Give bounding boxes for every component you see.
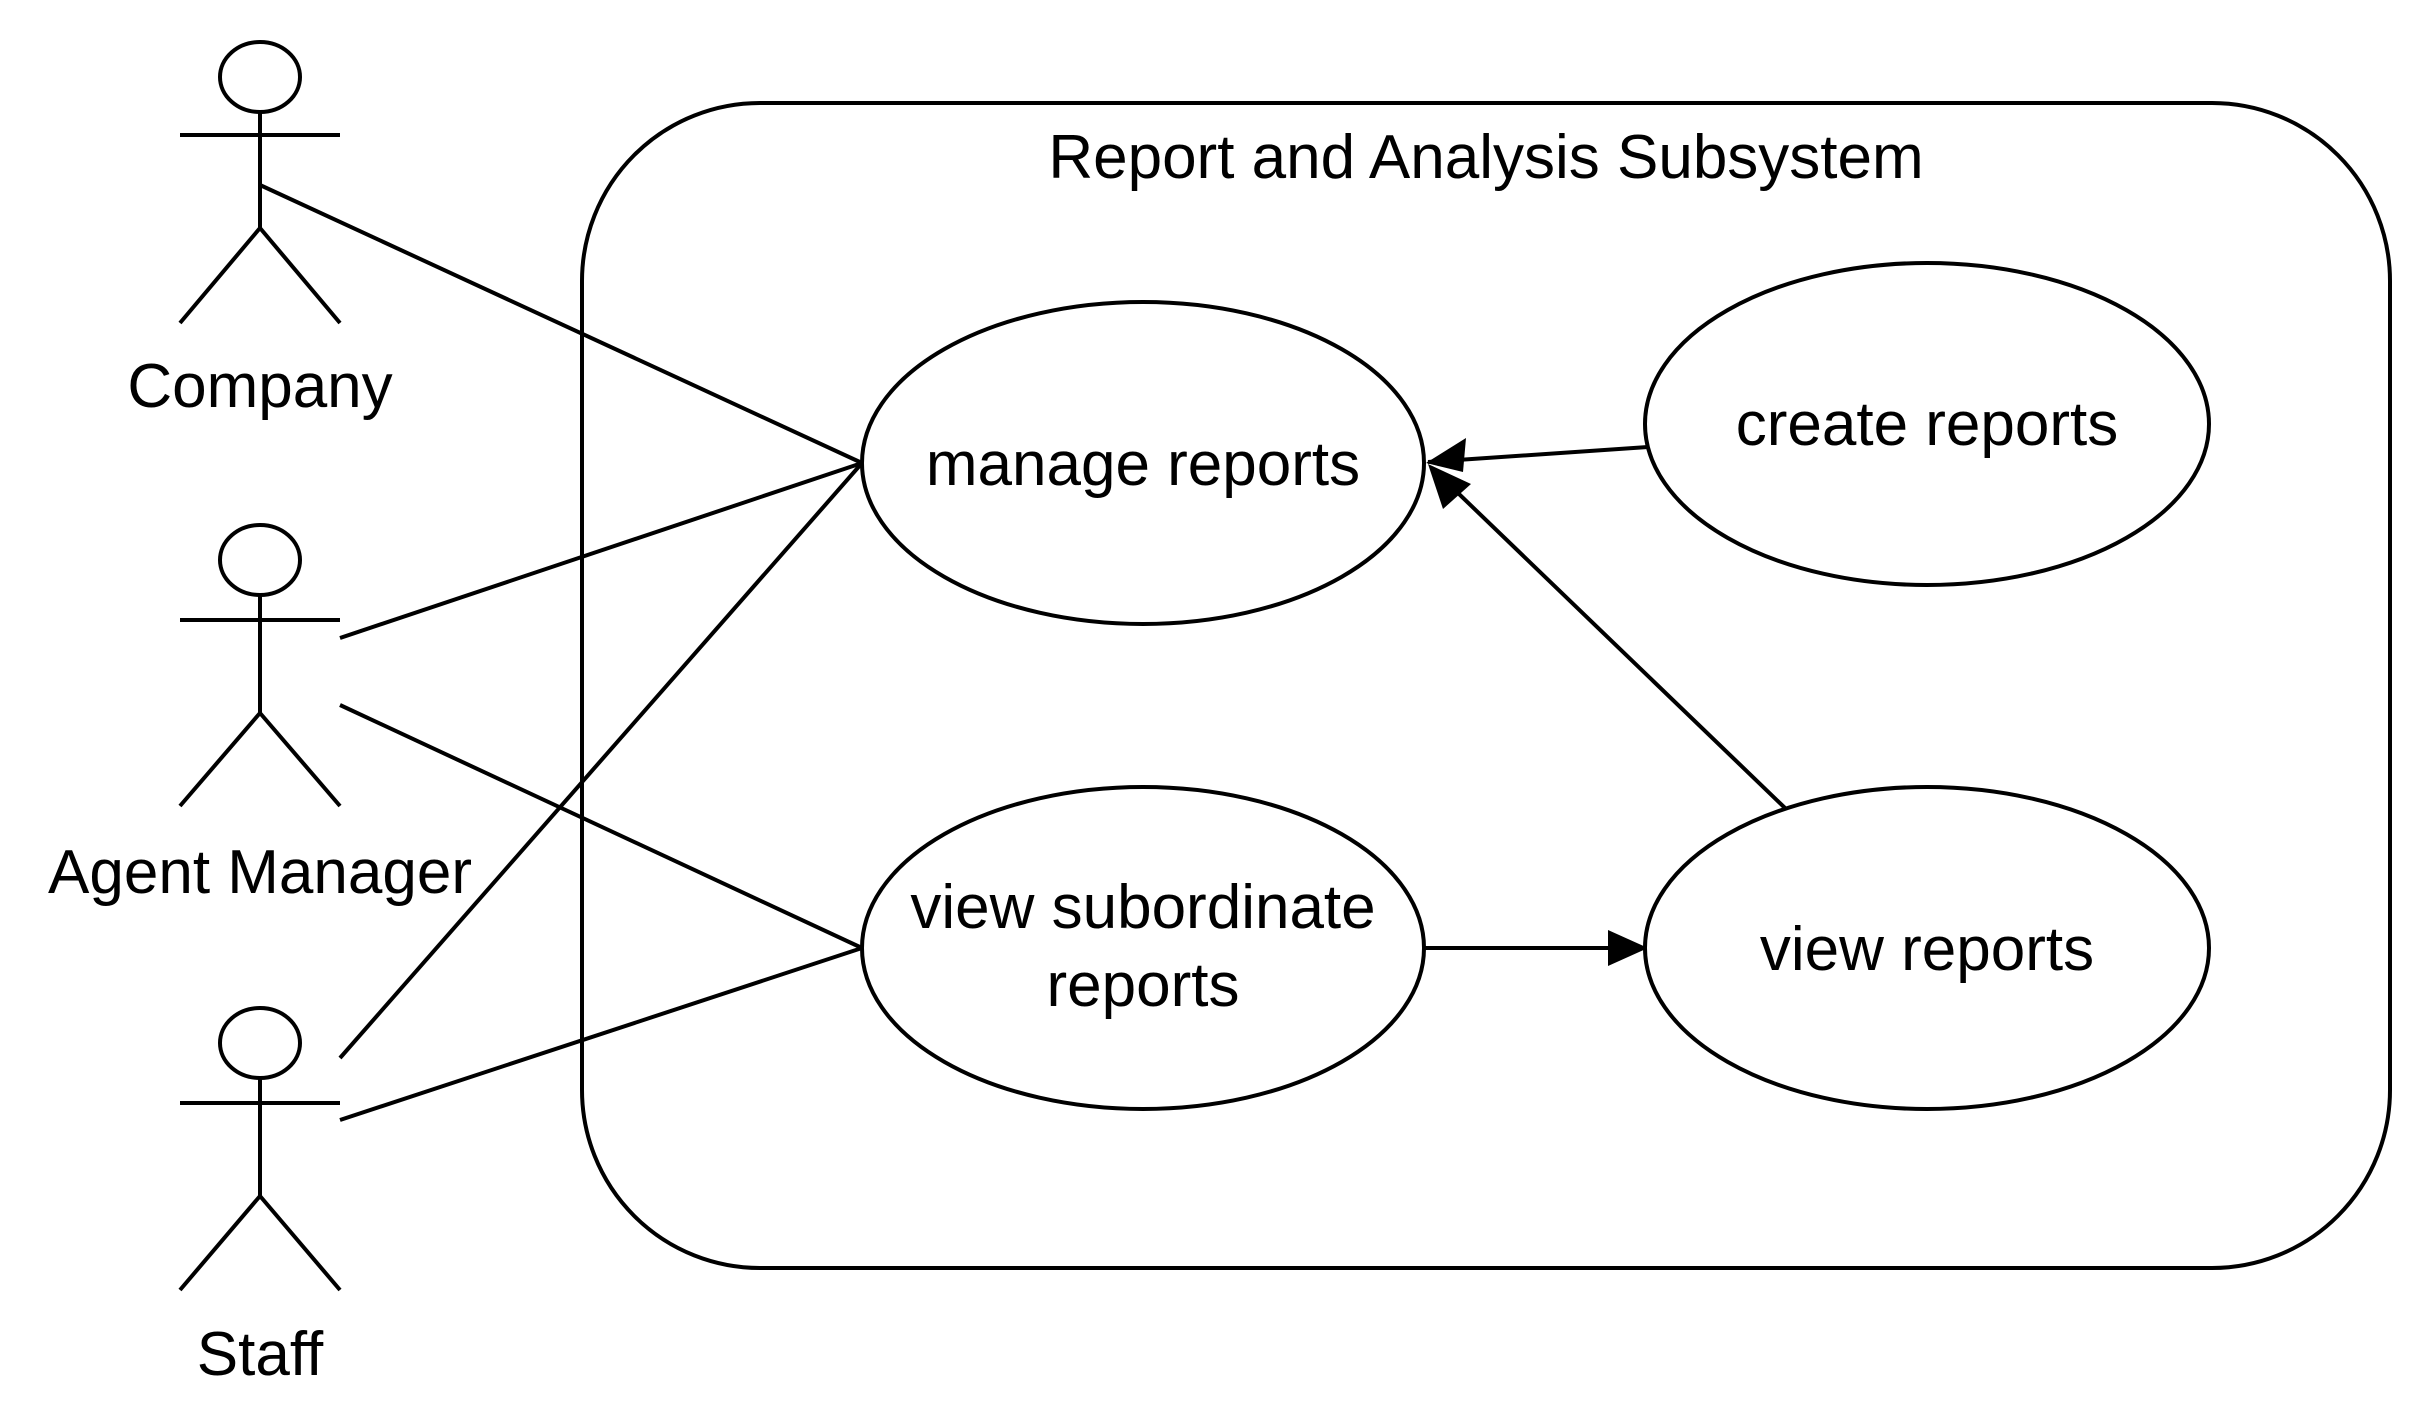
association-company-manage-reports [259, 183, 863, 465]
use-case-label: view reports [1760, 915, 2094, 984]
use-case-label: create reports [1736, 390, 2119, 459]
actor-label: Company [127, 352, 392, 421]
arrowhead-view-reports [1608, 930, 1648, 966]
relation-create-reports-to-manage-reports [1427, 445, 1649, 467]
actor-agent-manager[interactable]: Agent Manager [48, 523, 472, 907]
actor-staff[interactable]: Staff [178, 1006, 342, 1389]
actor-company[interactable]: Company [127, 40, 393, 421]
association-staff-view-subordinate-reports [339, 946, 863, 1122]
system-title: Report and Analysis Subsystem [1048, 123, 1923, 192]
arrowhead-manage-reports-from-create [1426, 438, 1466, 472]
association-staff-manage-reports [338, 461, 864, 1060]
association-agent-manager-manage-reports [339, 461, 863, 640]
use-case-view-reports[interactable]: view reports [1643, 785, 2211, 1111]
actor-label: Staff [197, 1320, 324, 1389]
use-case-manage-reports[interactable]: manage reports [860, 300, 1426, 626]
use-case-label: manage reports [926, 430, 1360, 499]
association-agent-manager-view-subordinate-reports [339, 703, 863, 950]
actor-label: Agent Manager [48, 838, 472, 907]
stick-figure-icon [178, 1006, 342, 1292]
relation-view-reports-to-manage-reports [1430, 466, 1787, 810]
arrowhead-manage-reports-from-view [1428, 464, 1471, 509]
stick-figure-icon [178, 523, 342, 808]
use-case-label: view subordinate [910, 873, 1375, 942]
use-case-create-reports[interactable]: create reports [1643, 261, 2211, 587]
use-case-view-subordinate-reports[interactable]: view subordinate reports [860, 785, 1426, 1111]
stick-figure-icon [178, 40, 342, 325]
system-boundary [580, 101, 2392, 1270]
use-case-label: reports [1047, 951, 1240, 1020]
